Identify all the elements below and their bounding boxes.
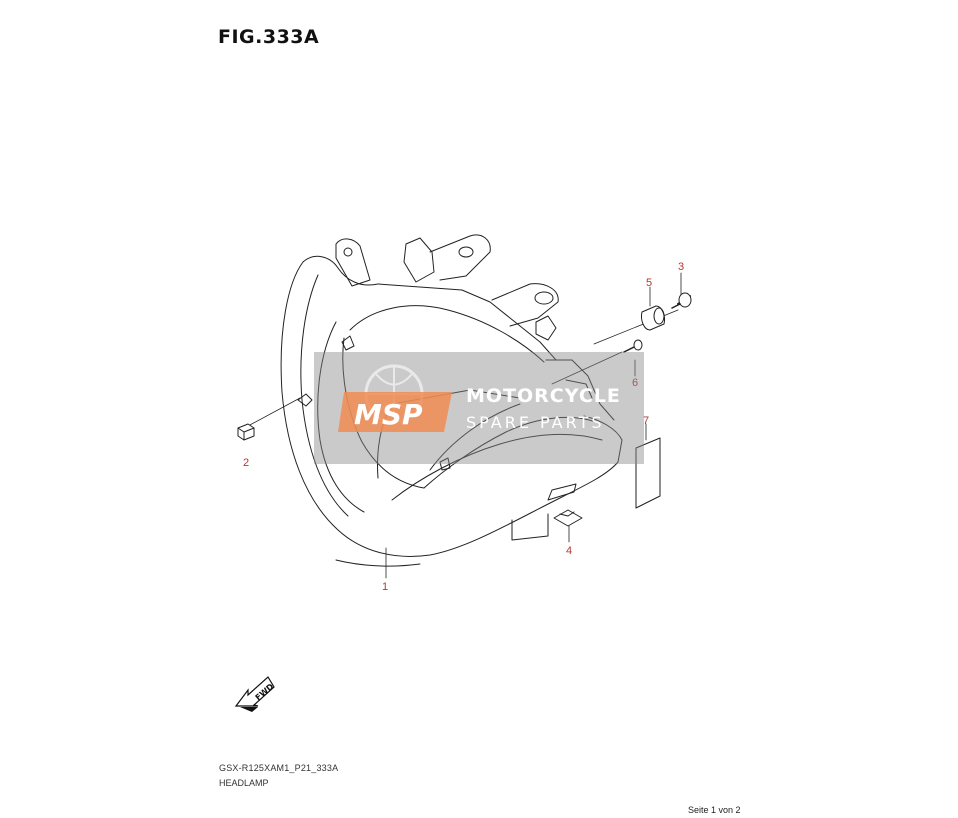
- callout-1: 1: [382, 581, 388, 593]
- model-code: GSX-R125XAM1_P21_333A: [219, 763, 339, 773]
- callout-4: 4: [566, 545, 572, 557]
- watermark-badge: [338, 392, 452, 432]
- part-7-label: [635, 437, 661, 509]
- watermark-line1: MOTORCYCLE: [466, 385, 621, 407]
- callout-numbers: 1 2 3 4 5 6 7: [243, 261, 684, 593]
- part-2-cap: [237, 423, 255, 441]
- callout-2: 2: [243, 457, 249, 469]
- part-4-clip: [553, 509, 583, 527]
- mounting-brackets: [335, 234, 615, 421]
- figure-title: FIG.333A: [218, 26, 320, 48]
- callout-6: 6: [632, 377, 638, 389]
- watermark-line2: SPARE PARTS: [466, 413, 605, 432]
- watermark-badge-text: MSP: [354, 398, 423, 431]
- section-name: HEADLAMP: [219, 778, 269, 788]
- fwd-arrow-icon: FWD: [234, 676, 276, 712]
- page-indicator: Seite 1 von 2: [688, 805, 741, 815]
- callout-3: 3: [678, 261, 684, 273]
- headlamp-housing: [280, 255, 623, 567]
- callout-7: 7: [643, 415, 649, 427]
- part-5-grommet: [641, 305, 665, 331]
- leader-lines: [247, 272, 682, 579]
- part-6-bolt: [623, 339, 643, 353]
- watermark: MSP MOTORCYCLE SPARE PARTS: [314, 352, 644, 464]
- part-3-screw: [671, 292, 692, 309]
- callout-5: 5: [646, 277, 652, 289]
